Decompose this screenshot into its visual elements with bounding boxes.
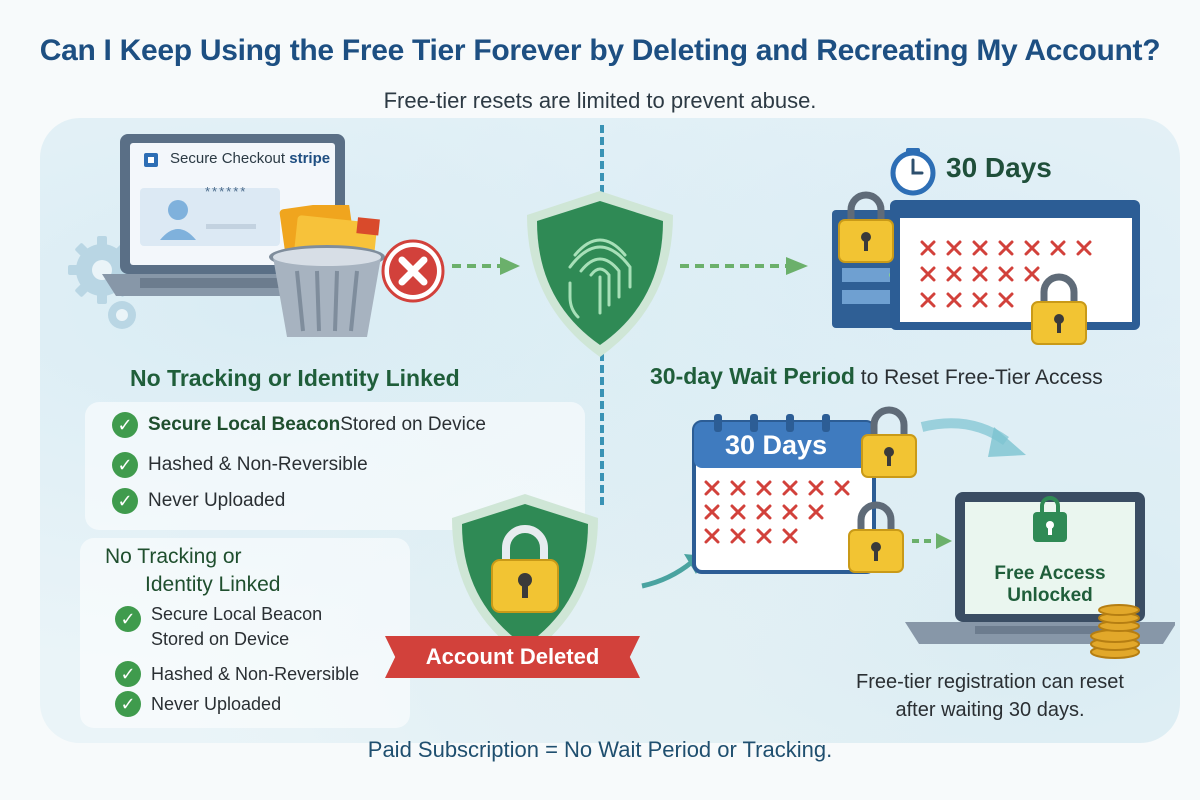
check-icon: ✓ [112,452,138,478]
caption-line: Free-tier registration can reset [856,671,1124,693]
check-icon: ✓ [115,691,141,717]
laptop-icon [905,492,1175,644]
list-item-bold: Secure Local Beacon [148,414,341,435]
list-item-text: Hashed & Non-Reversible [151,663,360,684]
left-bottom-heading: No Tracking or Identity Linked [105,543,280,599]
list-item: ✓ Secure Local Beacon Stored on Device [112,412,486,438]
free-access-line: Unlocked [1007,585,1093,606]
free-access-line: Free Access [994,563,1106,584]
arrow-icon [452,257,520,275]
wait-period-label: 30-day Wait Period to Reset Free-Tier Ac… [650,363,1190,390]
list-item-text: Stored on Device [151,629,290,649]
heading-line: No Tracking or [105,545,242,568]
check-icon: ✓ [112,488,138,514]
caption-right: Free-tier registration can reset after w… [790,668,1190,724]
free-access-label: Free Access Unlocked [965,563,1135,607]
account-deleted-ribbon: Account Deleted [385,636,640,678]
trash-icon [269,205,385,337]
stripe-brand: stripe [289,150,331,167]
check-icon: ✓ [112,412,138,438]
days-label-top: 30 Days [946,152,1052,183]
check-icon: ✓ [115,661,141,687]
shield-fingerprint-icon [527,191,673,357]
calendar-x-marks [920,240,1092,308]
checkout-label: Secure Checkout stripe [170,150,330,167]
list-item: ✓ Never Uploaded [112,488,285,514]
lock-icon [838,191,894,263]
list-item-text: Secure Local Beacon [151,604,323,624]
lock-icon [1031,273,1087,345]
wait-period-bold: 30-day Wait Period [650,363,855,389]
list-item: ✓ Hashed & Non-Reversible [112,452,368,478]
shield-lock-icon [452,494,598,658]
wait-period-rest: to Reset Free-Tier Access [854,366,1103,389]
list-item-text: Stored on Device [340,414,486,435]
calendar-x-marks [704,480,850,544]
masked-field: ****** [205,184,248,199]
arrow-icon [680,257,808,275]
calendar-icon [692,414,876,574]
page-subtitle: Free-tier resets are limited to prevent … [383,88,817,113]
list-item-text: Never Uploaded [151,693,282,714]
checkout-text: Secure Checkout [170,150,286,167]
lock-icon [861,406,917,478]
bottom-summary: Paid Subscription = No Wait Period or Tr… [367,737,833,762]
page-title: Can I Keep Using the Free Tier Forever b… [39,34,1161,67]
arrow-icon [912,533,952,549]
caption-line: after waiting 30 days. [895,699,1085,721]
arrow-icon [920,418,1026,457]
lock-icon [848,501,904,573]
list-item-text: Hashed & Non-Reversible [148,454,368,475]
days-label-bottom: 30 Days [725,430,828,460]
list-item: ✓ Hashed & Non-Reversible [115,661,359,687]
list-item-text: Never Uploaded [148,490,286,511]
check-icon: ✓ [115,606,141,632]
list-item: ✓ Secure Local Beacon Stored on Device [115,602,322,652]
clock-icon [890,148,936,196]
left-top-heading: No Tracking or Identity Linked [130,365,460,391]
close-icon [381,239,445,303]
coins-icon [1090,604,1140,659]
heading-line: Identity Linked [145,573,281,596]
list-item: ✓ Never Uploaded [115,691,281,717]
